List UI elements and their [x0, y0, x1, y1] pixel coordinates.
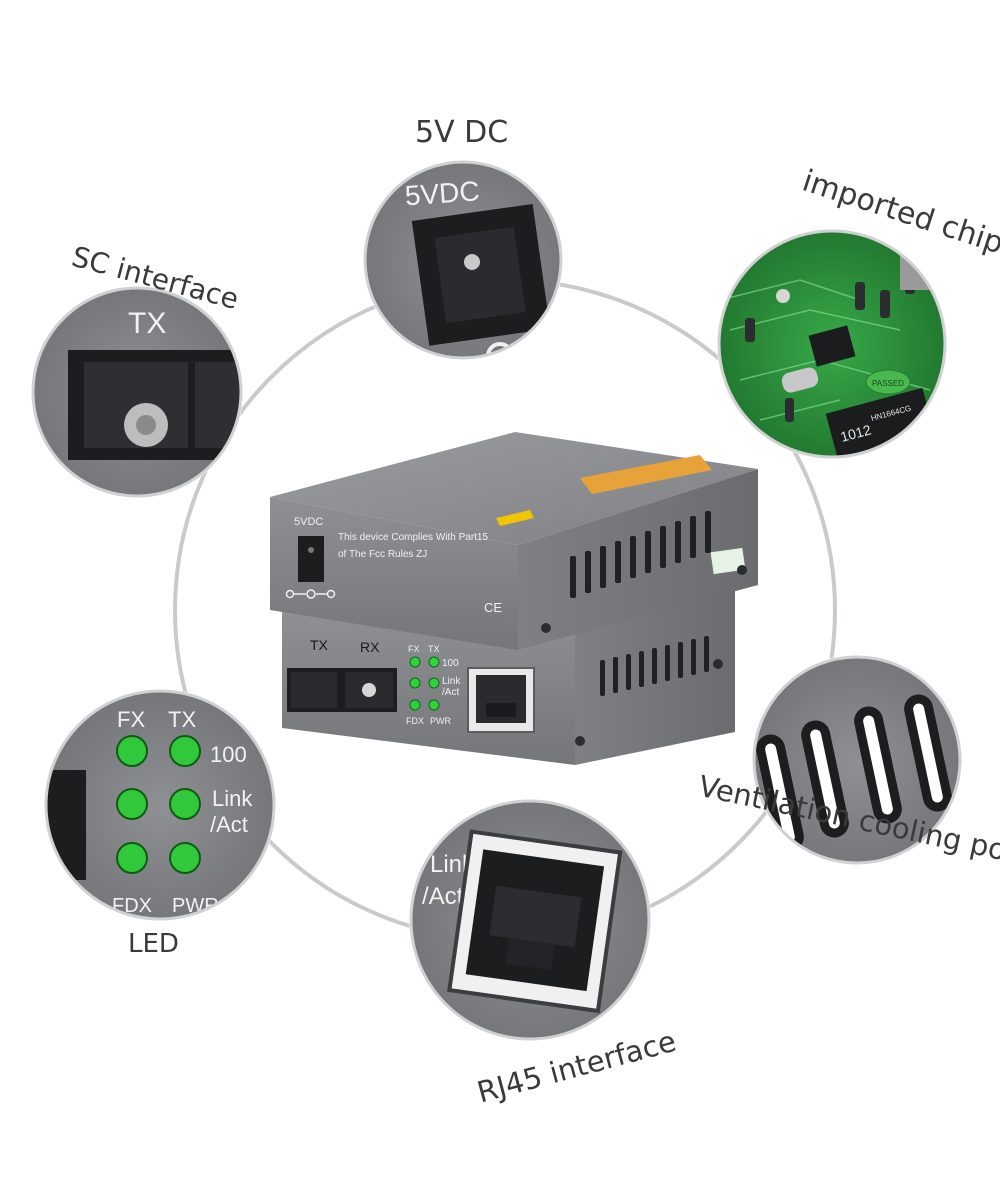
led-panel: FX TX 100 Link /Act FDX PWR	[406, 644, 461, 726]
polarity-symbol	[285, 589, 336, 599]
zoom-led-tx: TX	[168, 707, 196, 732]
passed-text: PASSED	[872, 379, 904, 388]
top-vents	[570, 511, 711, 598]
chip-label-1012: 1012	[839, 421, 873, 445]
compliance-line-1: This device Complies With Part15	[338, 532, 488, 543]
led-tx-1	[428, 656, 440, 668]
sc-duplex-port	[287, 668, 397, 712]
chip-hn1664	[825, 387, 935, 456]
zoom-led-5	[116, 842, 148, 874]
led-label-tx: TX	[428, 644, 440, 654]
zoom-led-link: Link	[212, 786, 253, 811]
callout-5v-dc: 5V DC	[415, 115, 508, 150]
zoom-led-1	[116, 735, 148, 767]
zoom-led-fdx: FDX	[112, 895, 152, 917]
led-fx-2	[409, 677, 421, 689]
zoom-vent	[752, 655, 962, 865]
zoom-led-6	[169, 842, 201, 874]
bottom-converter: TX RX FX TX 100 Link /Act FDX PWR	[282, 590, 735, 765]
zoom-power-label: 5VDC	[404, 175, 481, 211]
media-converter-pair: TX RX FX TX 100 Link /Act FDX PWR	[270, 432, 758, 765]
zoom-sc-tx-label: TX	[128, 307, 166, 340]
zoom-led-100: 100	[210, 742, 247, 767]
passed-sticker	[865, 369, 911, 395]
qc-sticker	[710, 547, 746, 575]
zoom-power: 5VDC	[363, 160, 563, 360]
zoom-led-act: /Act	[210, 812, 248, 837]
top-converter: 5VDC This device Complies With Part15 of…	[270, 432, 758, 650]
led-label-fx: FX	[408, 644, 420, 654]
ic-chip	[808, 325, 856, 367]
screw-icon	[541, 623, 551, 633]
zoom-rj45-act: /Act	[422, 883, 464, 910]
led-fx-1	[409, 656, 421, 668]
zoom-led-4	[169, 788, 201, 820]
led-label-pwr: PWR	[430, 716, 451, 726]
rj45-port	[467, 667, 535, 733]
led-label-fdx: FDX	[406, 716, 424, 726]
zoom-led: FX TX 100 Link /Act FDX PWR	[44, 689, 276, 921]
zoom-sc-interface: TX	[31, 286, 243, 498]
callout-led: LED	[128, 929, 179, 959]
ce-mark: CE	[484, 600, 502, 615]
led-tx-2	[428, 677, 440, 689]
screw-icon	[713, 659, 723, 669]
led-label-100: 100	[442, 658, 459, 669]
power-label: 5VDC	[294, 516, 323, 528]
zoom-led-fx: FX	[117, 707, 145, 732]
led-tx-3	[428, 699, 440, 711]
yellow-sticker	[496, 510, 534, 526]
screw-icon	[575, 736, 585, 746]
power-jack	[298, 536, 324, 582]
zoom-chips: 1012 HN1664CG PASSED	[717, 229, 947, 459]
screw-icon	[737, 565, 747, 575]
led-fx-3	[409, 699, 421, 711]
crystal	[781, 367, 819, 393]
zoom-rj45: Link /Act	[409, 799, 651, 1041]
rx-label: RX	[360, 639, 380, 655]
zoom-led-3	[116, 788, 148, 820]
led-label-link: Link	[442, 676, 461, 687]
compliance-line-2: of The Fcc Rules ZJ	[338, 549, 427, 560]
zoom-led-2	[169, 735, 201, 767]
orange-sticker	[580, 455, 712, 494]
bottom-vents	[600, 636, 709, 696]
led-label-act: /Act	[442, 687, 459, 698]
tx-label: TX	[310, 637, 329, 653]
